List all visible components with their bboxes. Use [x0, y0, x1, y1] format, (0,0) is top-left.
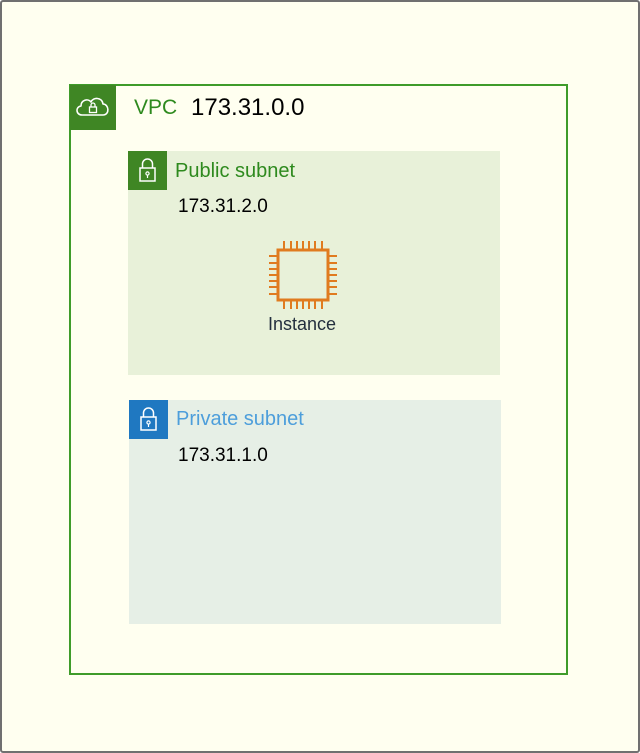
vpc-cloud-lock-icon: [70, 85, 116, 130]
private-subnet-title: Private subnet: [176, 408, 304, 430]
private-subnet-cidr: 173.31.1.0: [178, 445, 268, 466]
public-subnet-group: [128, 151, 500, 375]
public-subnet-cidr: 173.31.2.0: [178, 196, 268, 217]
vpc-group: [69, 84, 568, 675]
public-subnet-title: Public subnet: [175, 160, 296, 182]
public-subnet-lock-icon: [128, 151, 167, 190]
vpc-cidr: 173.31.0.0: [191, 94, 305, 121]
private-subnet-group: [129, 400, 501, 624]
instance-label: Instance: [268, 314, 337, 334]
ec2-instance-icon: [266, 238, 340, 312]
vpc-label: VPC: [134, 96, 178, 119]
private-subnet-lock-icon: [129, 400, 168, 439]
